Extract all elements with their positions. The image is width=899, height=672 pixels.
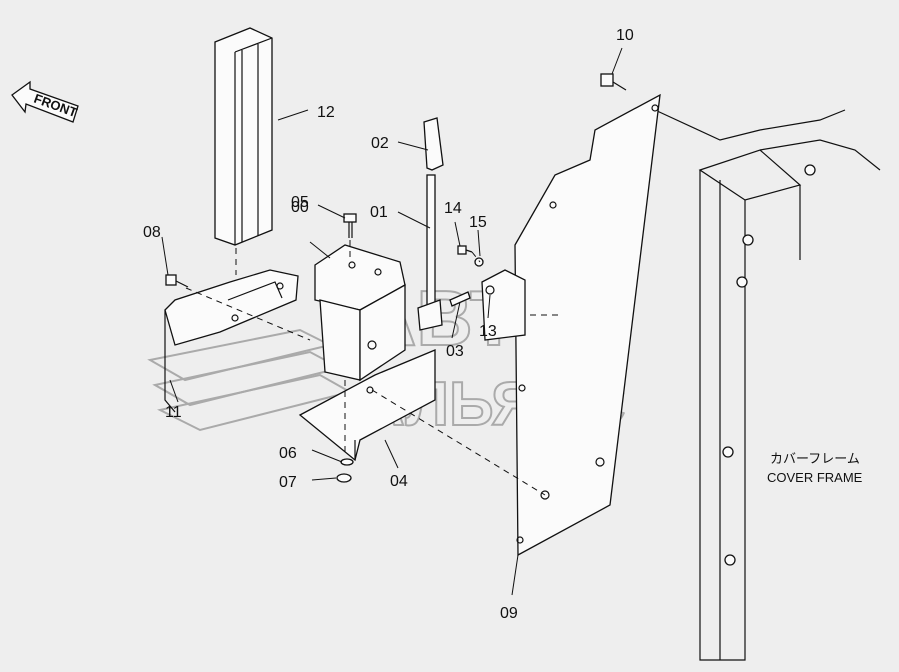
callout-06: 06 [279, 445, 297, 462]
bracket-04 [298, 349, 436, 462]
valve-00 [314, 244, 406, 382]
bolt-10 [600, 73, 627, 91]
assembly-lines [185, 240, 560, 496]
pin-03 [449, 291, 471, 307]
bolt-14 [457, 245, 473, 255]
callouts: 00 01 02 03 04 05 06 07 08 09 10 11 12 1… [143, 27, 634, 622]
frame-bolts [722, 164, 816, 566]
callout-04: 04 [390, 473, 408, 490]
cover-plate [514, 93, 661, 557]
callout-07: 07 [279, 474, 297, 491]
callout-11: 11 [165, 404, 182, 421]
nut-07 [336, 473, 352, 483]
callout-12: 12 [317, 104, 335, 121]
callout-00: 00 [291, 199, 309, 216]
bracket-13 [481, 269, 526, 341]
washer-06 [340, 458, 354, 466]
callout-02: 02 [371, 135, 389, 152]
callout-14: 14 [444, 200, 462, 217]
cover-frame-label: カバーフレーム COVER FRAME [767, 451, 863, 485]
washer-15 [474, 257, 484, 267]
vertical-cover-12 [214, 27, 273, 246]
front-arrow: FRONT [11, 80, 79, 123]
lever-01 [417, 174, 443, 331]
cover-frame [654, 109, 881, 661]
cover-frame-jp: カバーフレーム [770, 451, 860, 466]
callout-05: 05 [291, 194, 309, 211]
cover-frame-en: COVER FRAME [767, 470, 863, 485]
bolt-05 [343, 213, 357, 238]
callout-15: 15 [469, 214, 487, 231]
callout-08: 08 [143, 224, 161, 241]
bracket-11 [164, 269, 299, 413]
callout-10: 10 [616, 27, 634, 44]
callout-01: 01 [370, 204, 388, 221]
callout-09: 09 [500, 605, 518, 622]
leader-lines [161, 47, 623, 596]
bolt-08 [165, 274, 189, 288]
knob-02 [423, 117, 444, 171]
callout-03: 03 [446, 343, 464, 360]
callout-13: 13 [479, 323, 497, 340]
